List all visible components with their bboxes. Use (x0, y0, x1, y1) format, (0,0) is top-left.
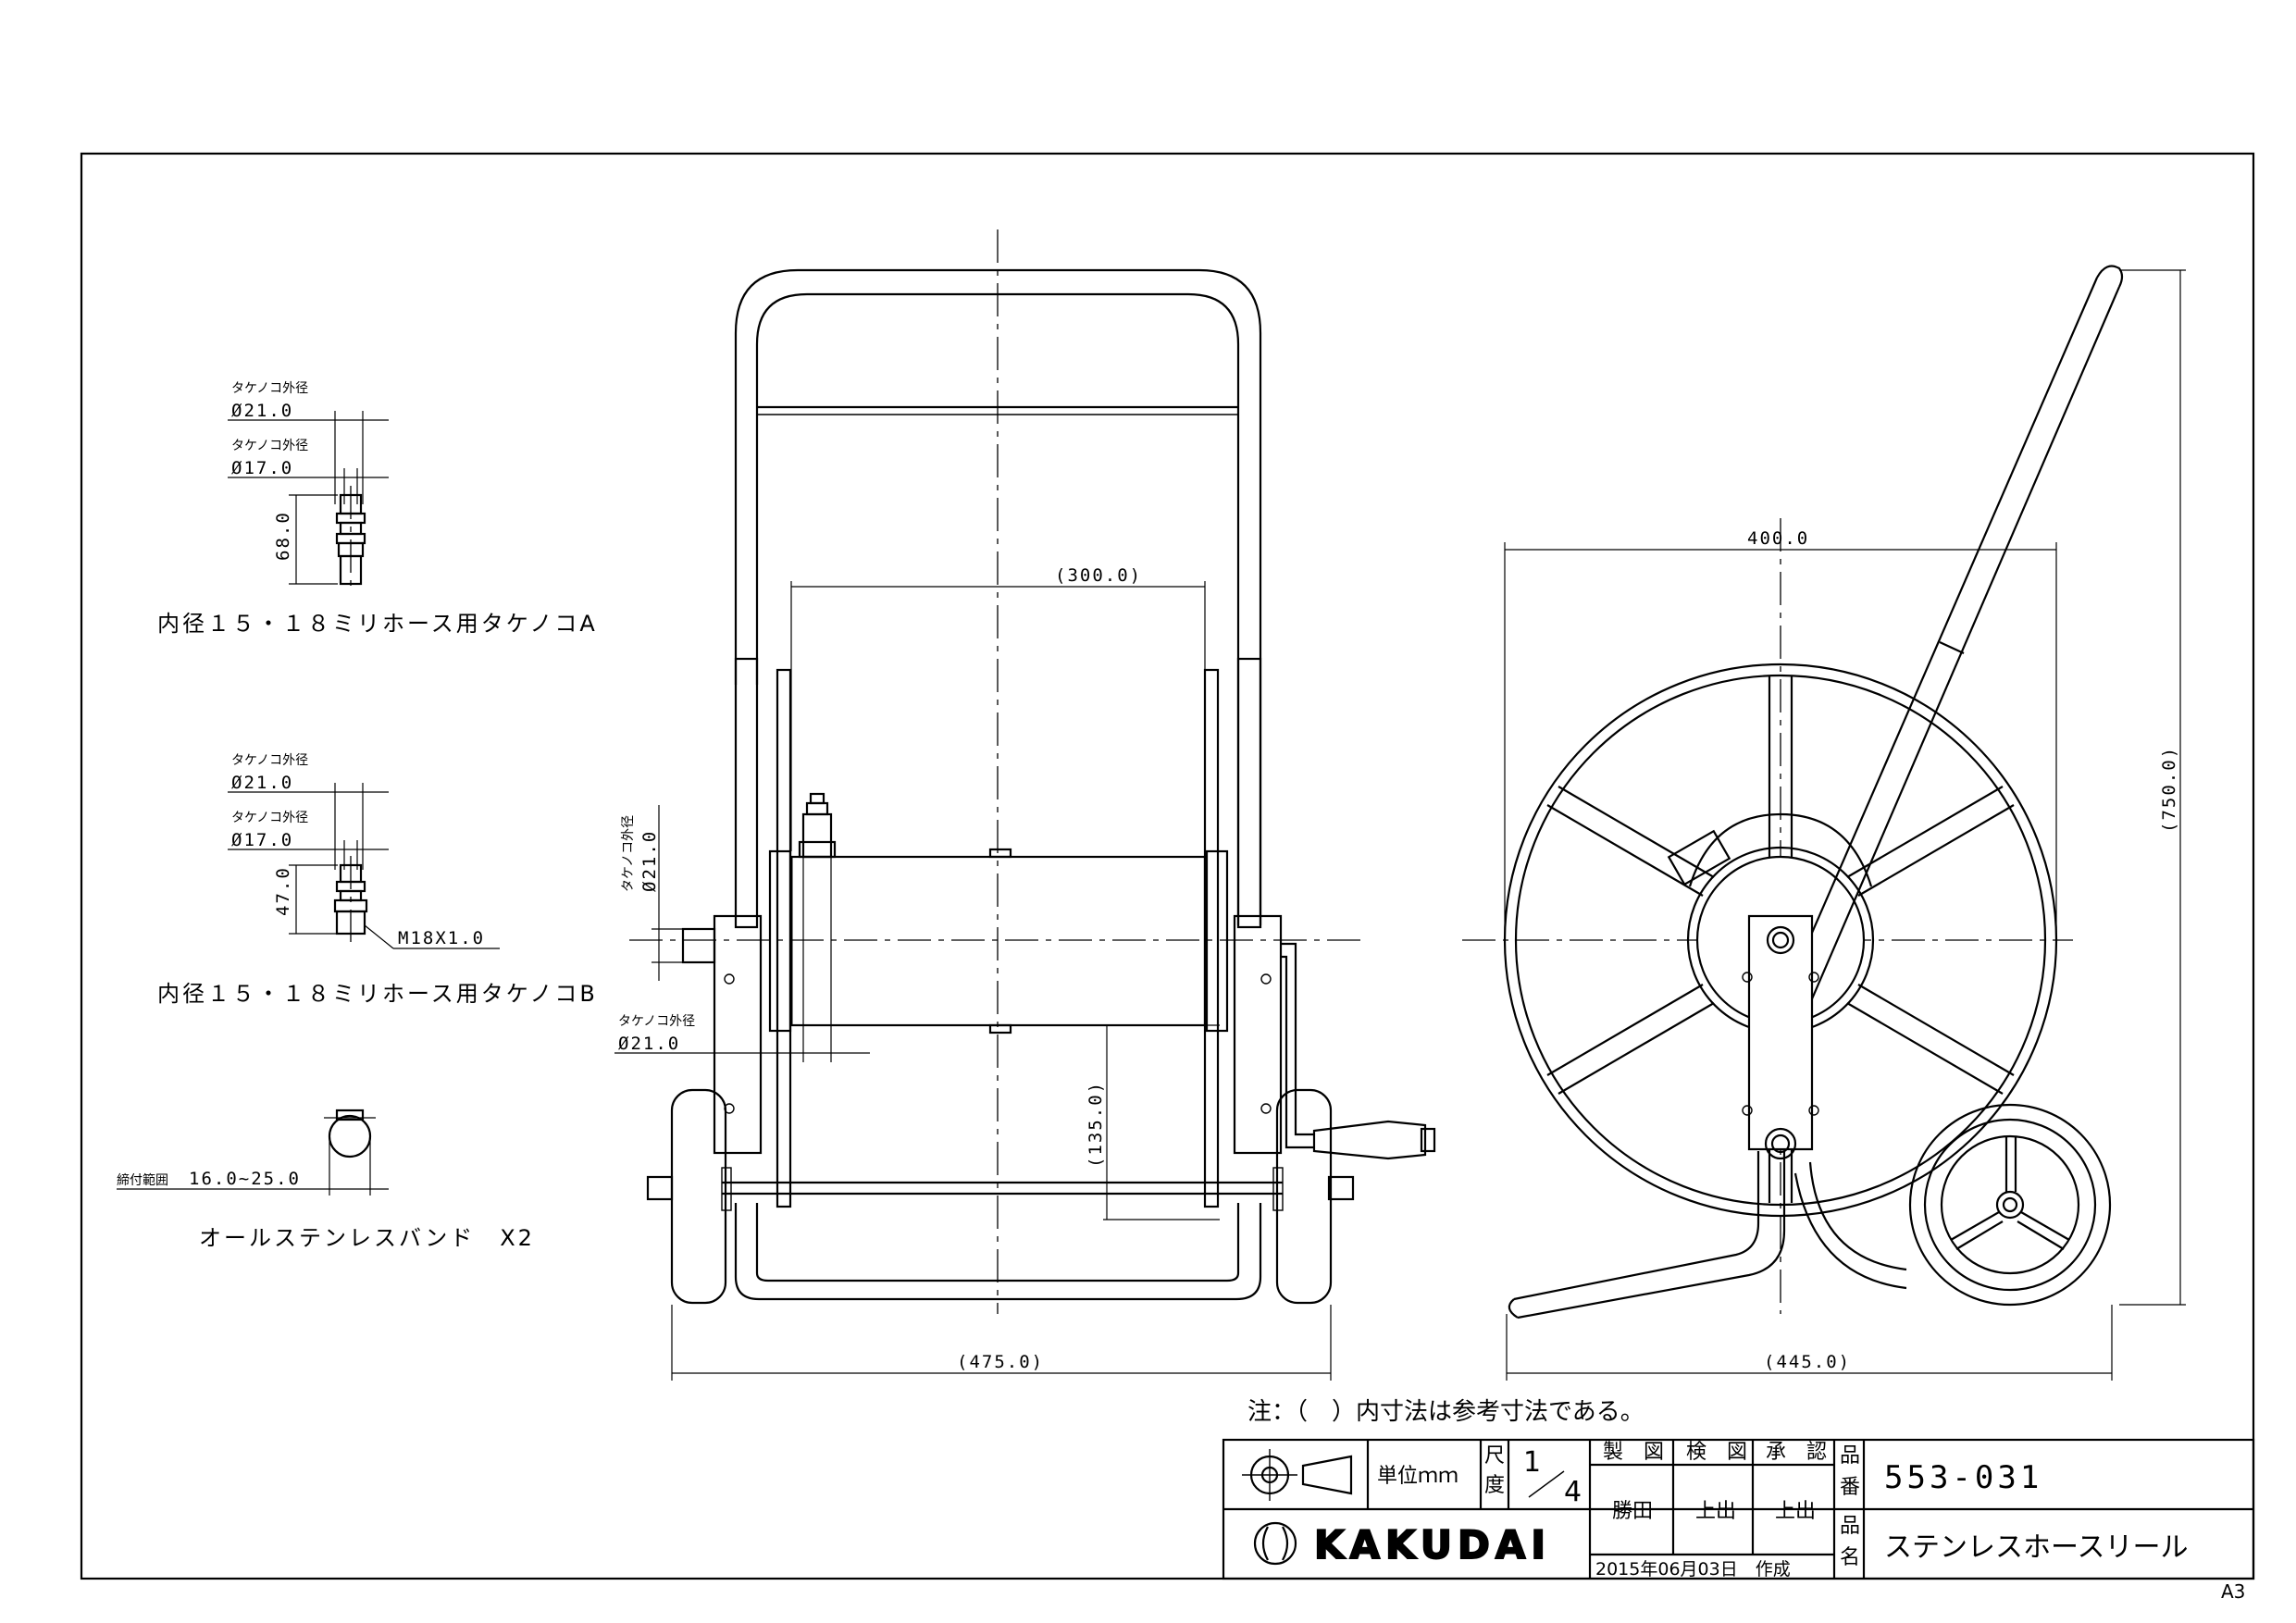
projection-symbol-icon (1242, 1449, 1353, 1501)
scale-denominator: 4 (1564, 1476, 1582, 1508)
title-block: 単位ｍｍ 尺 度 1 4 製 図 検 図 承 認 勝田 上出 上出 2015年0… (1222, 1438, 2255, 1580)
front-view: (300.0) (475.0) (135.0) タケノコ外径 Ø21.0 タケノ… (614, 229, 1436, 1381)
band-range: 16.0~25.0 (189, 1169, 301, 1189)
fitting-b-outer-label-2: タケノコ外径 (231, 811, 308, 825)
nozzle-label: タケノコ外径 (621, 815, 636, 892)
scale-numerator: 1 (1523, 1446, 1541, 1479)
band-detail: 締付範囲 16.0~25.0 オールステンレスバンド X2 (117, 1109, 535, 1251)
drawn-by: 勝田 (1612, 1500, 1653, 1523)
unit-label: 単位ｍｍ (1377, 1465, 1458, 1488)
fitting-b-caption: 内径１５・１８ミリホース用タケノコB (157, 981, 598, 1007)
sheet-border (80, 152, 2255, 1580)
checked-label: 検 図 (1686, 1441, 1747, 1464)
fitting-a-caption: 内径１５・１８ミリホース用タケノコA (157, 611, 598, 637)
part-no-label-1: 品 (1840, 1444, 1860, 1468)
nozzle-dia-2: Ø21.0 (618, 1034, 680, 1054)
part-number: 553-031 (1884, 1459, 2042, 1496)
side-dim-reel: 400.0 (1747, 528, 1809, 549)
part-name: ステンレスホースリール (1884, 1531, 2189, 1564)
nozzle-label-2: タケノコ外径 (618, 1014, 695, 1029)
fitting-b-outer-dia-2: Ø17.0 (231, 830, 293, 850)
side-dim-depth: (445.0) (1764, 1352, 1851, 1372)
fitting-b-thread: M18X1.0 (398, 928, 485, 948)
fitting-a-outer-dia-1: Ø21.0 (231, 401, 293, 421)
nozzle-dia: Ø21.0 (639, 830, 660, 892)
scale-label: 尺 (1484, 1444, 1505, 1468)
front-dim-drum-dia: (135.0) (1086, 1081, 1106, 1168)
part-no-label-2: 番 (1840, 1476, 1860, 1499)
kakudai-logo: KAKUDAI (1253, 1521, 1551, 1568)
front-dim-width: (475.0) (957, 1352, 1044, 1372)
fitting-a-outer-dia-2: Ø17.0 (231, 458, 293, 478)
part-name-label-1: 品 (1840, 1515, 1860, 1538)
sheet-size-label: A3 (2221, 1580, 2245, 1603)
fitting-a-outer-label-1: タケノコ外径 (231, 381, 308, 396)
front-dim-drum: (300.0) (1055, 565, 1142, 586)
side-view: 400.0 (750.0) (445.0) (1462, 265, 2186, 1381)
company-name: KAKUDAI (1314, 1522, 1551, 1567)
note-text: 注：（ ）内寸法は参考寸法である。 (1247, 1398, 1644, 1426)
fitting-a-outer-label-2: タケノコ外径 (231, 439, 308, 453)
checked-by: 上出 (1695, 1500, 1736, 1523)
fitting-a-length: 68.0 (273, 511, 293, 561)
fitting-b-outer-dia-1: Ø21.0 (231, 773, 293, 793)
band-caption: オールステンレスバンド X2 (199, 1225, 535, 1251)
fitting-b-outer-label-1: タケノコ外径 (231, 753, 308, 768)
approved-by: 上出 (1775, 1500, 1816, 1523)
fitting-b-detail: タケノコ外径 Ø21.0 タケノコ外径 Ø17.0 47.0 M18X1.0 内… (157, 753, 598, 1007)
approved-label: 承 認 (1766, 1441, 1827, 1464)
drawn-label: 製 図 (1603, 1441, 1664, 1464)
part-name-label-2: 名 (1840, 1546, 1860, 1569)
date-created: 2015年06月03日 作成 (1595, 1559, 1791, 1580)
side-dim-height: (750.0) (2159, 746, 2179, 833)
fitting-a-detail: タケノコ外径 Ø21.0 タケノコ外径 Ø17.0 68.0 内径１５・１８ミリ… (157, 381, 598, 637)
fitting-b-length: 47.0 (273, 866, 293, 916)
band-range-label: 締付範囲 (117, 1172, 168, 1188)
scale-label-2: 度 (1484, 1474, 1505, 1497)
